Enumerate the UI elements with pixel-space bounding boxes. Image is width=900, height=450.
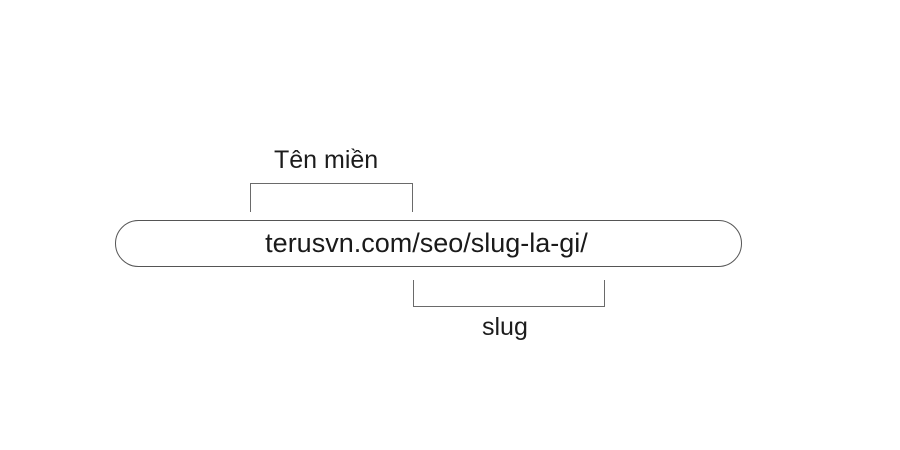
slug-bracket: [413, 280, 605, 307]
url-bar: terusvn.com/seo/slug-la-gi/: [115, 220, 742, 267]
domain-label: Tên miền: [274, 146, 379, 174]
slug-label: slug: [482, 313, 528, 341]
domain-bracket: [250, 183, 413, 212]
url-text: terusvn.com/seo/slug-la-gi/: [265, 228, 588, 258]
